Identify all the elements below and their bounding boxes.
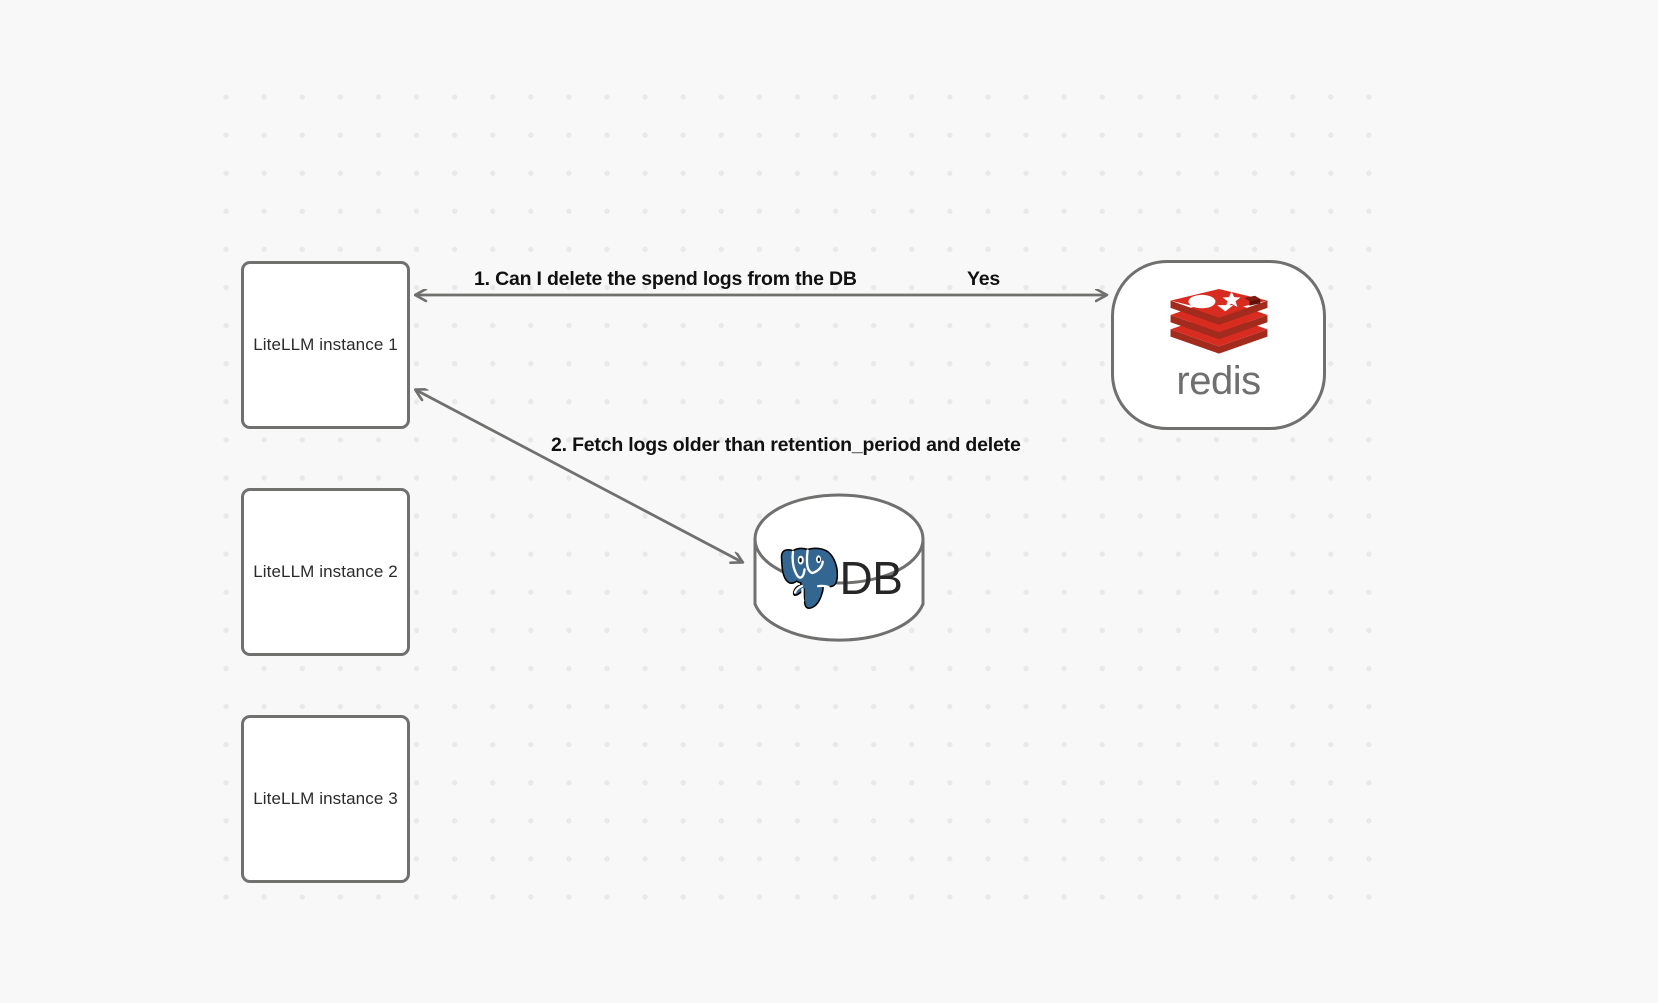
redis-logo: redis (1165, 289, 1273, 401)
edge-litellm1-database (416, 390, 742, 562)
node-redis[interactable]: redis (1111, 260, 1326, 430)
node-litellm-instance-1-label: LiteLLM instance 1 (253, 335, 398, 354)
redis-wordmark: redis (1176, 359, 1261, 403)
database-label: DB (839, 552, 903, 604)
edge-label-step-1: 1. Can I delete the spend logs from the … (474, 268, 857, 290)
node-database[interactable]: DB (753, 493, 925, 650)
redis-stack-icon (1170, 289, 1267, 354)
edge-label-yes: Yes (967, 268, 1001, 290)
node-litellm-instance-2[interactable]: LiteLLM instance 2 (241, 488, 410, 656)
node-litellm-instance-3[interactable]: LiteLLM instance 3 (241, 715, 410, 883)
database-logo-row: DB (753, 539, 925, 617)
node-litellm-instance-2-label: LiteLLM instance 2 (253, 562, 398, 581)
node-litellm-instance-3-label: LiteLLM instance 3 (253, 789, 398, 808)
postgresql-elephant-icon (780, 547, 838, 610)
node-litellm-instance-1[interactable]: LiteLLM instance 1 (241, 261, 410, 429)
edge-label-step-2: 2. Fetch logs older than retention_perio… (551, 434, 1021, 456)
